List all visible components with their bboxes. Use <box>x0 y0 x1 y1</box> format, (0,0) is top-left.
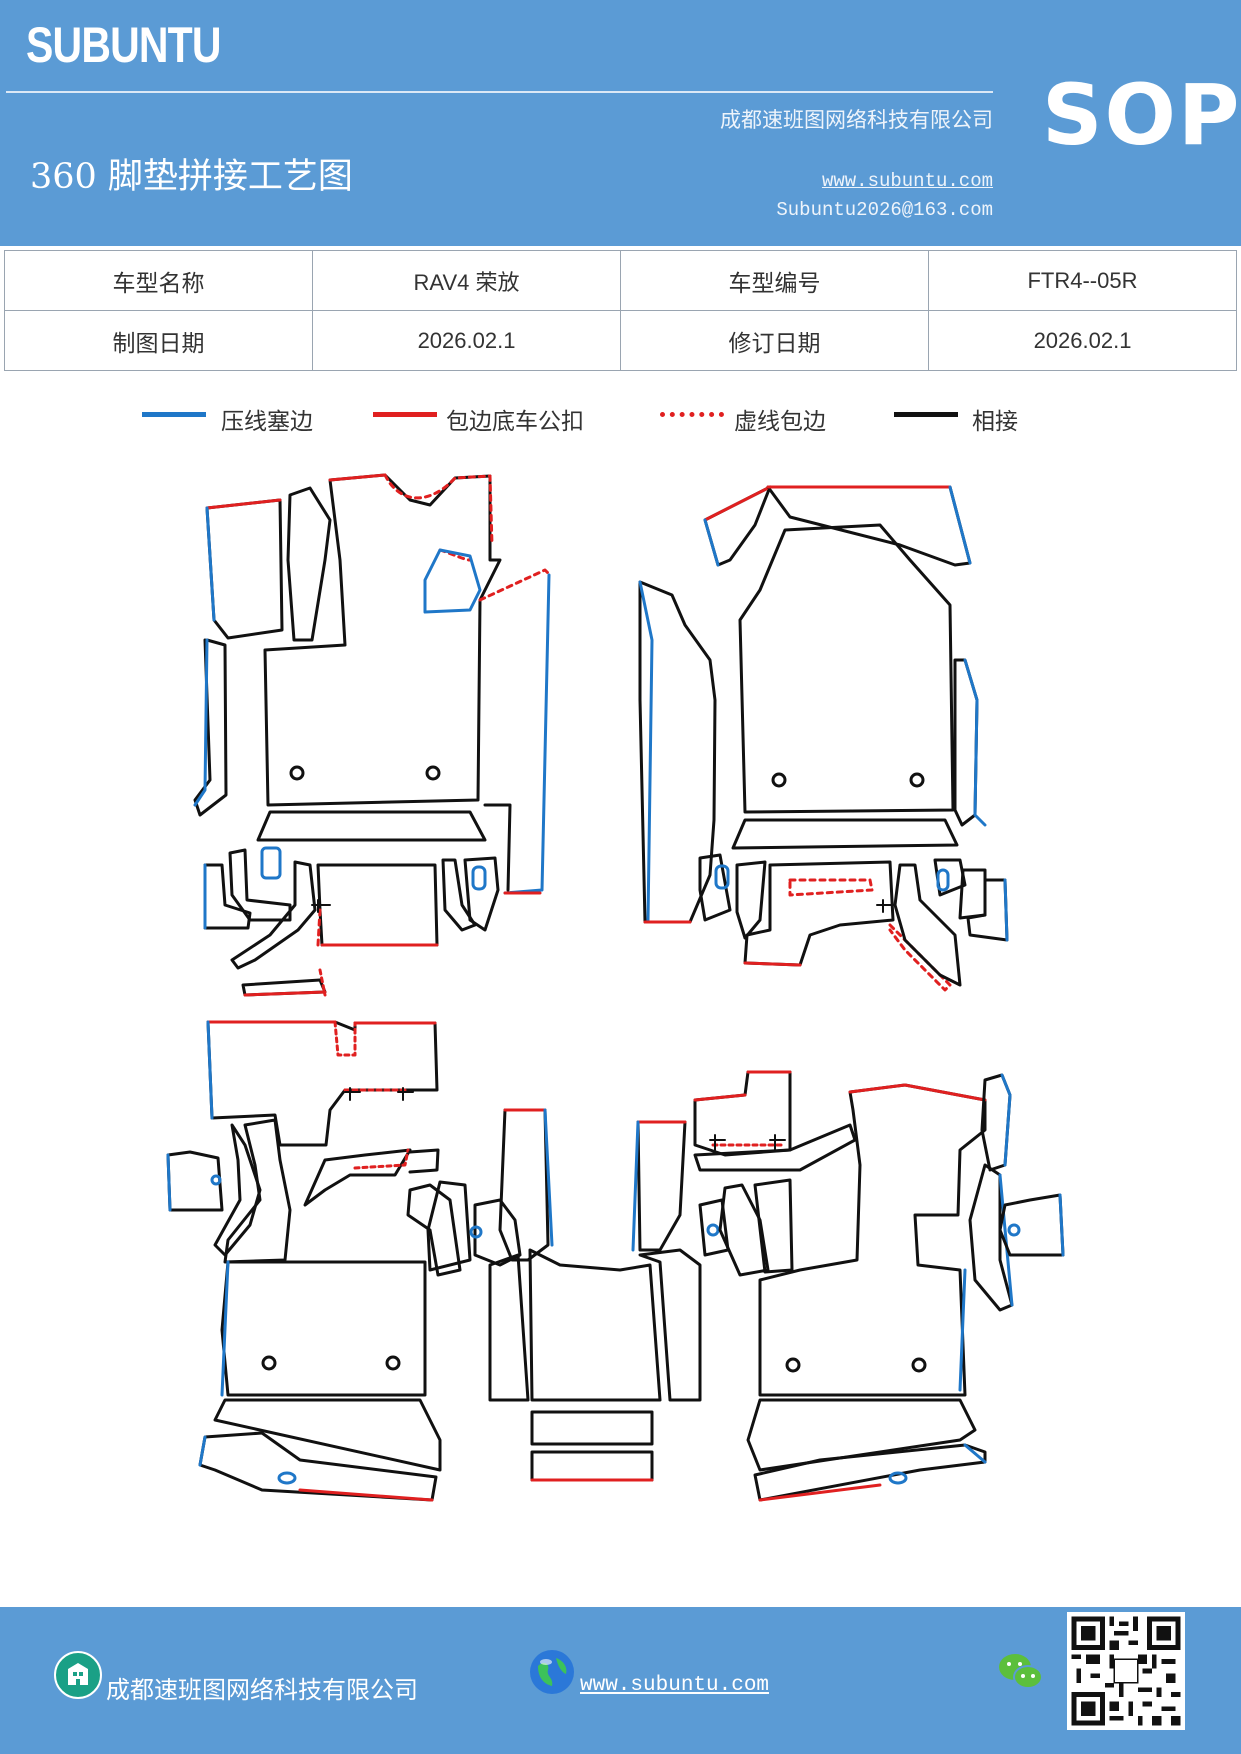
building-icon <box>54 1651 102 1699</box>
email-address: Subuntu2026@163.com <box>776 199 993 221</box>
cell-revise-date: 2026.02.1 <box>928 310 1237 371</box>
header-banner: SUBUNTU 成都速班图网络科技有限公司 360 脚垫拼接工艺图 www.su… <box>0 0 1241 246</box>
legend-label-join: 相接 <box>972 409 1018 435</box>
legend-label-press: 压线塞边 <box>221 409 313 435</box>
rear-left-mat-group <box>166 1020 522 1502</box>
rear-center-mat-group <box>488 1108 702 1482</box>
cell-model-code: FTR4--05R <box>928 250 1237 311</box>
footer-website-link[interactable]: www.subuntu.com <box>580 1674 770 1697</box>
header-divider <box>6 91 993 93</box>
sop-badge: SOP <box>1042 66 1241 164</box>
legend-swatch-black <box>894 412 958 417</box>
cell-draw-date-label: 制图日期 <box>4 310 313 371</box>
globe-icon <box>530 1650 574 1694</box>
cell-model-name: RAV4 荣放 <box>312 250 621 311</box>
legend-label-wrap: 包边底车公扣 <box>446 409 584 435</box>
rear-right-mat-group <box>631 1070 1065 1502</box>
document-title: 360 脚垫拼接工艺图 <box>30 157 353 197</box>
front-left-mat-group <box>193 473 552 997</box>
brand-logo: SUBUNTU <box>26 17 222 73</box>
legend-label-dotted: 虚线包边 <box>734 409 826 435</box>
front-right-mat-group <box>638 485 1009 992</box>
wechat-icon[interactable] <box>996 1650 1044 1692</box>
cell-model-name-label: 车型名称 <box>4 250 313 311</box>
company-name: 成都速班图网络科技有限公司 <box>720 108 993 132</box>
legend-swatch-blue <box>142 412 206 417</box>
legend-swatch-red-dotted <box>660 412 724 417</box>
qr-code <box>1067 1612 1185 1730</box>
info-table: 车型名称 RAV4 荣放 车型编号 FTR4--05R 制图日期 2026.02… <box>4 250 1237 371</box>
website-link[interactable]: www.subuntu.com <box>821 170 993 192</box>
cell-revise-date-label: 修订日期 <box>620 310 929 371</box>
table-row: 车型名称 RAV4 荣放 车型编号 FTR4--05R <box>4 250 1237 311</box>
legend-swatch-red <box>373 412 437 417</box>
footer-company-name: 成都速班图网络科技有限公司 <box>106 1676 418 1704</box>
cell-model-code-label: 车型编号 <box>620 250 929 311</box>
cell-draw-date: 2026.02.1 <box>312 310 621 371</box>
table-row: 制图日期 2026.02.1 修订日期 2026.02.1 <box>4 310 1237 371</box>
